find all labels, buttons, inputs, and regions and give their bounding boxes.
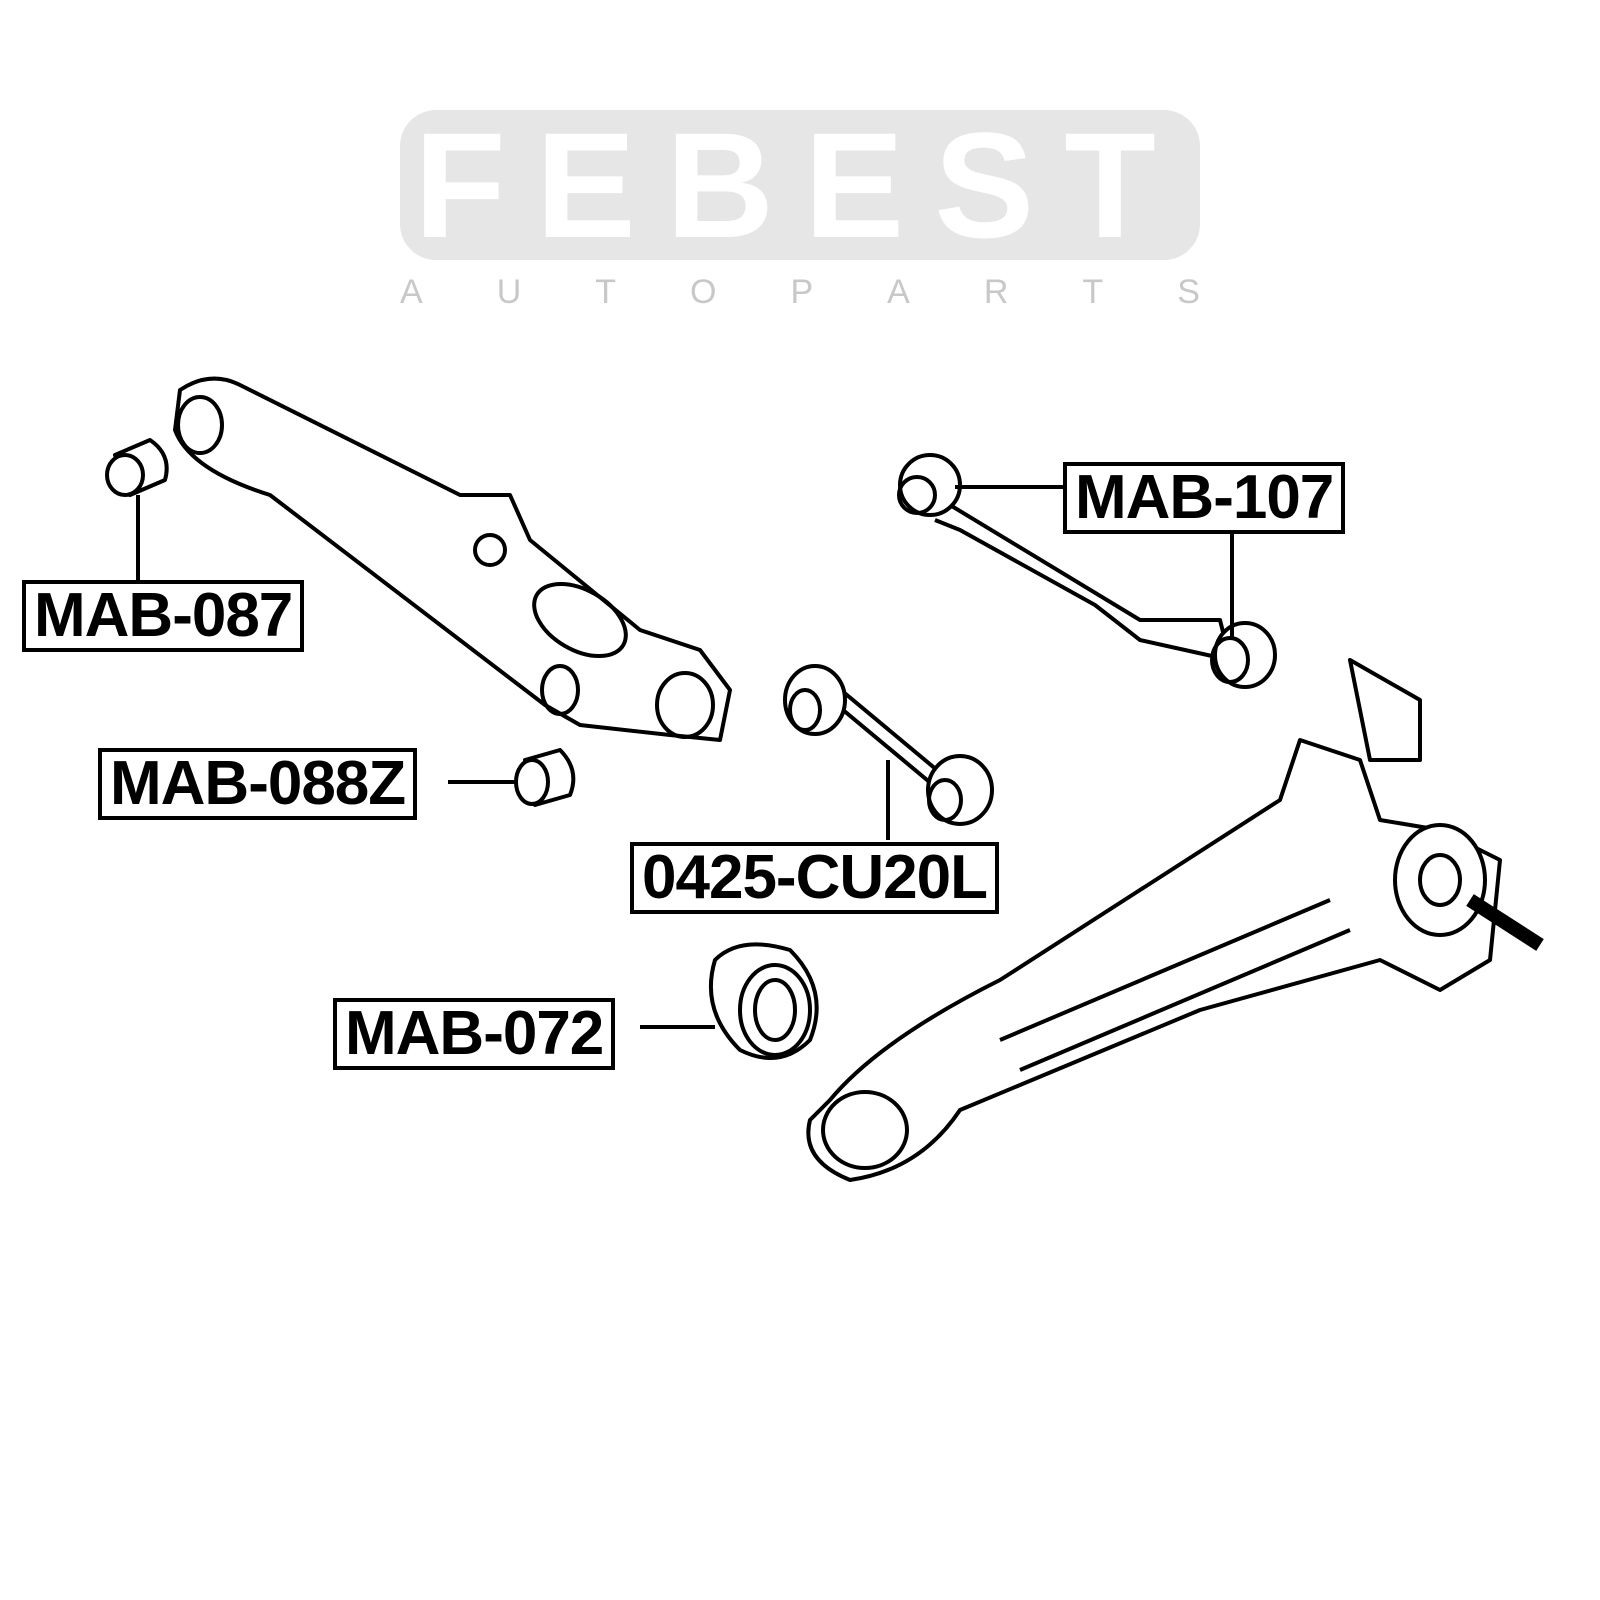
part-label-mab-072[interactable]: MAB-072	[333, 998, 616, 1070]
link-0425-cu20l	[783, 664, 994, 840]
part-label-mab-107[interactable]: MAB-107	[1063, 462, 1346, 534]
part-label-mab-087[interactable]: MAB-087	[22, 580, 305, 652]
lower-control-arm	[173, 376, 732, 742]
watermark-brand: FEBEST	[414, 101, 1186, 269]
part-label-mab-088z[interactable]: MAB-088Z	[98, 748, 418, 820]
part-label-0425-cu20l[interactable]: 0425-CU20L	[630, 842, 999, 914]
watermark-background	[400, 110, 1200, 260]
bushing-mab-072	[640, 942, 819, 1060]
bushing-mab-087	[105, 438, 169, 585]
bushing-mab-088z	[448, 748, 576, 807]
trailing-arm	[806, 658, 1544, 1182]
upper-arm-mab-107	[897, 453, 1277, 689]
